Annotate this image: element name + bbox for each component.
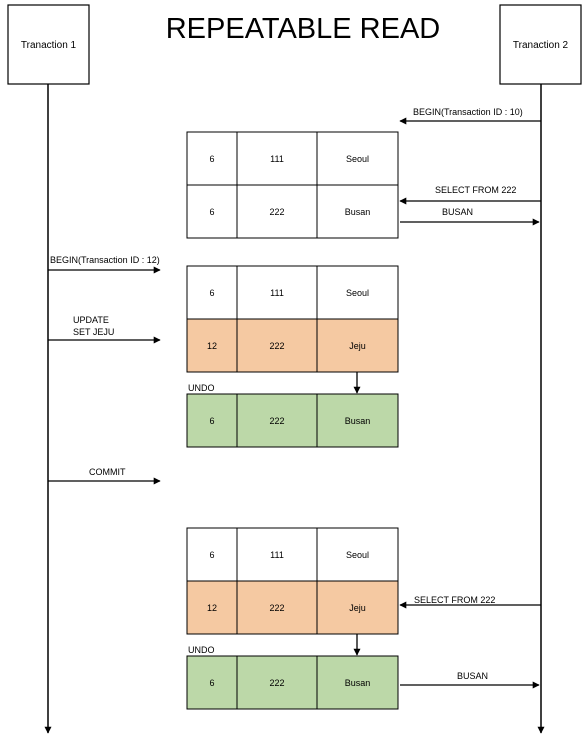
commit-label: COMMIT xyxy=(89,467,126,477)
table-2-undo-key: 222 xyxy=(269,416,284,426)
table-1-row-2-id: 6 xyxy=(209,207,214,217)
update-label-line-2: SET JEJU xyxy=(73,327,114,337)
table-3-undo-label: UNDO xyxy=(188,645,215,655)
table-1-row-1-key: 111 xyxy=(270,154,284,164)
transaction-2-label: Tranaction 2 xyxy=(513,40,569,51)
table-3-row-2-key: 222 xyxy=(269,603,284,613)
table-3-row-1-city: Seoul xyxy=(346,550,369,560)
diagram-title: REPEATABLE READ xyxy=(166,13,441,45)
table-2-undo-row: 6 222 Busan xyxy=(186,393,399,448)
busan-1-label: BUSAN xyxy=(442,207,473,217)
table-3-undo-id: 6 xyxy=(209,678,214,688)
table-2-row-1-city: Seoul xyxy=(346,288,369,298)
table-3-row-2-id: 12 xyxy=(207,603,217,613)
table-3-undo-key: 222 xyxy=(269,678,284,688)
update-label-line-1: UPDATE xyxy=(73,315,109,325)
table-2-row-2-id: 12 xyxy=(207,341,217,351)
begin-t1-label: BEGIN(Transaction ID : 12) xyxy=(50,255,160,265)
table-2: 6 111 Seoul 12 222 Jeju UNDO 6 222 Busan xyxy=(186,265,399,448)
table-2-row-2-updated: 12 222 Jeju xyxy=(186,318,399,373)
table-2-row-2-key: 222 xyxy=(269,341,284,351)
table-3: 6 111 Seoul 12 222 Jeju UNDO 6 222 Busan xyxy=(186,527,399,710)
table-2-undo-city: Busan xyxy=(345,416,371,426)
select-1-label: SELECT FROM 222 xyxy=(435,185,516,195)
table-3-undo-row: 6 222 Busan xyxy=(186,655,399,710)
table-3-row-2-city: Jeju xyxy=(349,603,366,613)
table-2-undo-id: 6 xyxy=(209,416,214,426)
begin-t2-label: BEGIN(Transaction ID : 10) xyxy=(413,107,523,117)
table-2-row-1-id: 6 xyxy=(209,288,214,298)
table-1-row-1: 6 111 Seoul xyxy=(186,131,399,186)
select-2-label: SELECT FROM 222 xyxy=(414,595,495,605)
table-1-row-2-city: Busan xyxy=(345,207,371,217)
table-1-row-1-id: 6 xyxy=(209,154,214,164)
table-2-row-1: 6 111 Seoul xyxy=(186,265,399,320)
transaction-1-label: Tranaction 1 xyxy=(21,40,77,51)
transaction-2-header: Tranaction 2 xyxy=(499,4,582,85)
table-1-row-2-key: 222 xyxy=(269,207,284,217)
table-2-row-2-city: Jeju xyxy=(349,341,366,351)
table-3-row-2-updated: 12 222 Jeju xyxy=(186,580,399,635)
table-3-row-1-id: 6 xyxy=(209,550,214,560)
busan-2-label: BUSAN xyxy=(457,671,488,681)
table-1: 6 111 Seoul 6 222 Busan xyxy=(186,131,399,239)
table-2-row-1-key: 111 xyxy=(270,288,284,298)
table-3-row-1-key: 111 xyxy=(270,550,284,560)
transaction-1-header: Tranaction 1 xyxy=(7,4,90,85)
table-3-row-1: 6 111 Seoul xyxy=(186,527,399,582)
table-1-row-1-city: Seoul xyxy=(346,154,369,164)
table-3-undo-city: Busan xyxy=(345,678,371,688)
table-2-undo-label: UNDO xyxy=(188,383,215,393)
table-1-row-2: 6 222 Busan xyxy=(186,184,399,239)
